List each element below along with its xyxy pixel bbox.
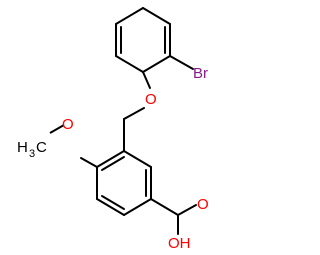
bond	[101, 195, 125, 210]
hydroxyl-label: OH	[168, 235, 191, 250]
bromine-label: Br	[193, 65, 208, 82]
methyl-group-label: H 3 C	[17, 139, 47, 160]
bond	[80, 157, 98, 168]
ether-oxygen-label: O	[145, 91, 157, 108]
bond	[49, 124, 65, 134]
bond	[123, 198, 152, 216]
bond	[123, 107, 145, 120]
bond	[115, 55, 144, 73]
bond	[142, 7, 171, 25]
methyl-c-label: C	[36, 139, 47, 156]
methyl-h-label: H	[17, 139, 28, 156]
carbonyl-oxygen-label: O	[197, 196, 209, 213]
bond	[115, 7, 144, 25]
bond	[101, 156, 125, 171]
bond	[96, 198, 125, 216]
molecule-structure: Br O O H 3 C O OH	[17, 7, 209, 252]
bond	[169, 55, 194, 70]
bond	[150, 198, 179, 216]
bond	[96, 150, 125, 168]
bond	[177, 204, 197, 216]
methyl-subscript-label: 3	[29, 148, 35, 160]
bond	[142, 71, 151, 89]
bond	[123, 150, 152, 168]
methoxy-oxygen-label: O	[62, 116, 74, 133]
structure-canvas: Br O O H 3 C O OH	[17, 7, 209, 252]
bond	[142, 55, 171, 73]
bond-lines	[80, 7, 197, 235]
